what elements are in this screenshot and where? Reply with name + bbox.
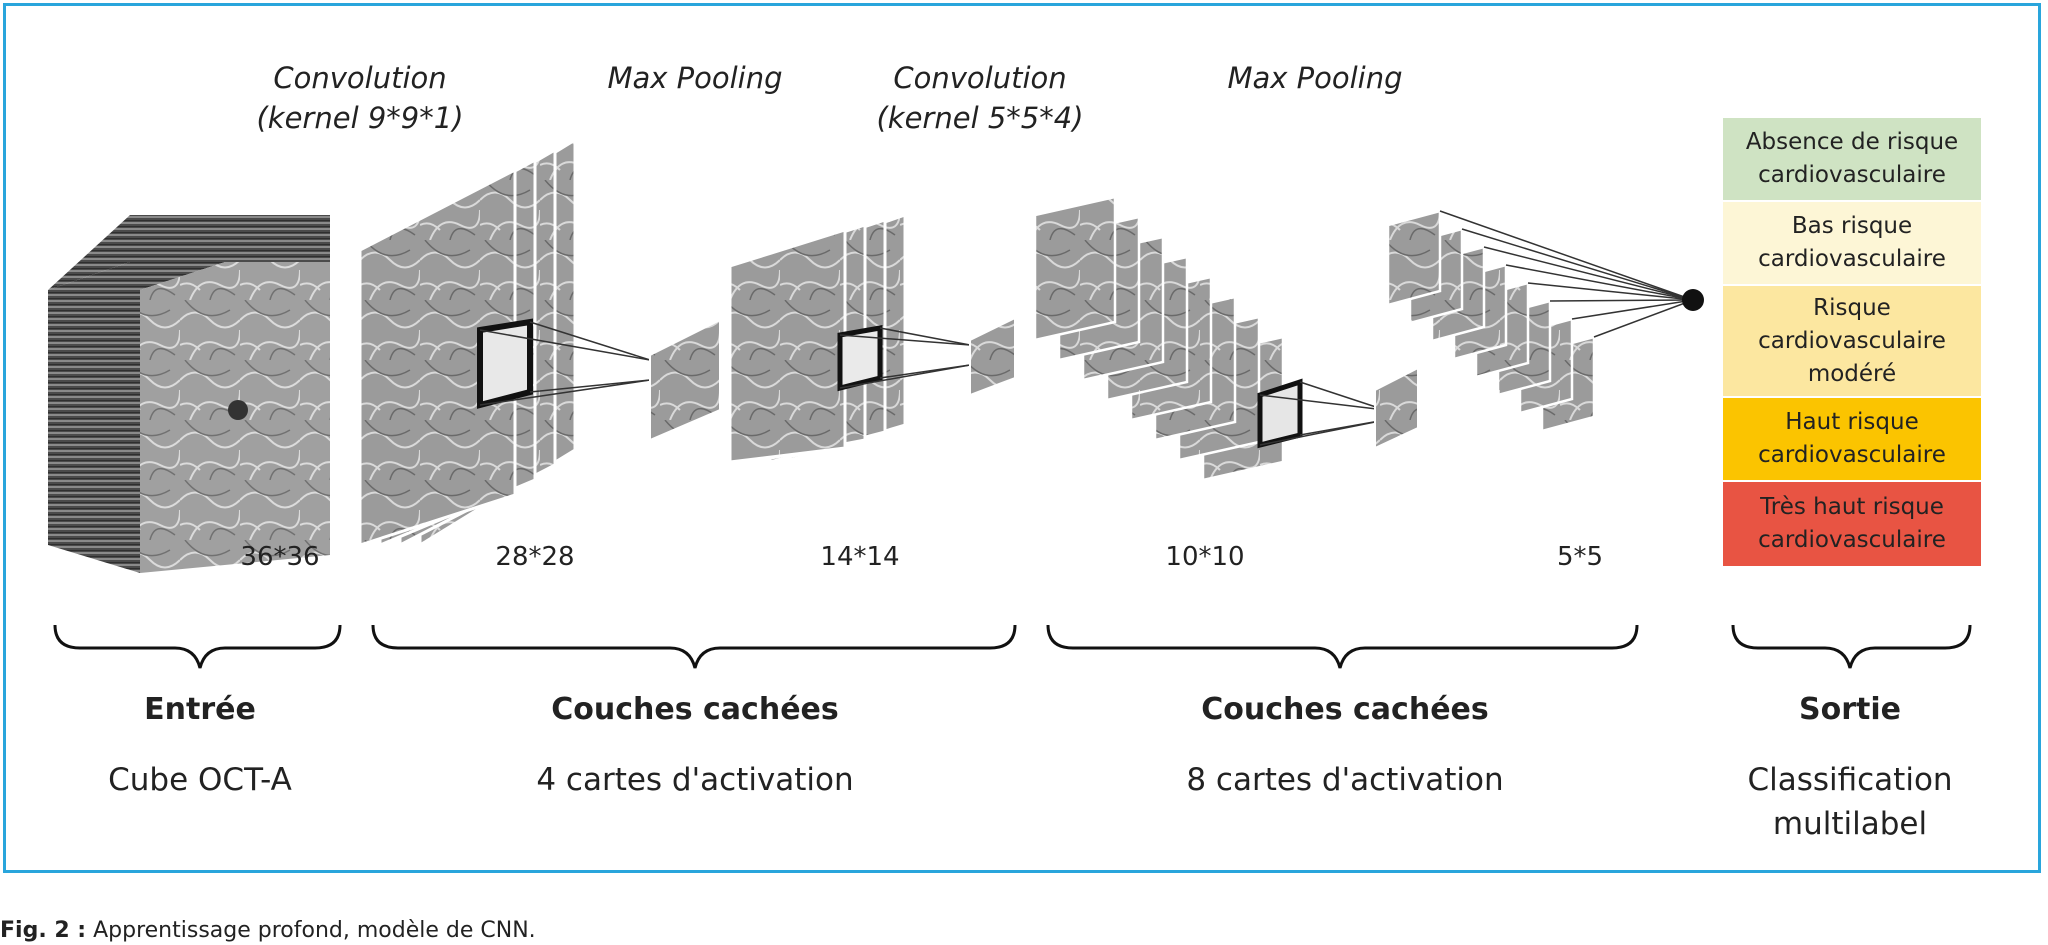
section-input-subtitle: Cube OCT-A bbox=[108, 762, 292, 798]
brace-output bbox=[1731, 624, 1972, 669]
input-cube bbox=[48, 215, 330, 573]
activation-map bbox=[728, 227, 847, 464]
conv1-maps bbox=[358, 137, 721, 548]
pool1-maps bbox=[728, 212, 1016, 464]
section-hidden1-subtitle: 4 cartes d'activation bbox=[536, 762, 854, 798]
op-pool2: Max Pooling bbox=[1227, 61, 1403, 95]
kernel-lines bbox=[839, 327, 971, 389]
fully-connected-lines bbox=[1439, 210, 1694, 338]
fc-line bbox=[1571, 299, 1694, 320]
fc-line bbox=[1439, 210, 1694, 301]
figure-caption: Fig. 2 : Apprentissage profond, modèle d… bbox=[0, 918, 536, 943]
fc-line bbox=[1461, 228, 1694, 301]
class-line: cardiovasculaire bbox=[1758, 246, 1946, 272]
class-line: cardiovasculaire bbox=[1758, 442, 1946, 468]
kernel-window bbox=[1257, 378, 1303, 449]
kernel-lines bbox=[1259, 381, 1386, 446]
pool2-maps bbox=[1386, 209, 1596, 433]
section-hidden2-subtitle: 8 cartes d'activation bbox=[1186, 762, 1504, 798]
section-output-subtitle-line1: Classification bbox=[1747, 762, 1953, 798]
op-conv1-line1: Convolution bbox=[273, 61, 447, 95]
dim-layer1: 28*28 bbox=[495, 542, 575, 572]
class-line: Haut risque bbox=[1785, 409, 1919, 435]
activation-map bbox=[1033, 195, 1117, 342]
fovea-spot bbox=[228, 400, 248, 420]
fc-line bbox=[1505, 264, 1694, 301]
section-output-title: Sortie bbox=[1799, 692, 1901, 727]
brace-hidden-2 bbox=[1046, 624, 1639, 669]
cube-side bbox=[48, 290, 140, 573]
cube-top bbox=[48, 262, 225, 290]
figure-frame bbox=[3, 3, 2041, 873]
kernel-lines bbox=[479, 321, 651, 406]
section-hidden2-title: Couches cachées bbox=[1201, 692, 1489, 727]
section-output-subtitle: Classification multilabel bbox=[1715, 758, 1985, 846]
brace-hidden-1 bbox=[371, 624, 1017, 669]
cube-back-top bbox=[130, 215, 330, 262]
fc-line bbox=[1527, 282, 1694, 301]
class-line: Très haut risque bbox=[1760, 494, 1944, 520]
op-conv1-line2: (kernel 9*9*1) bbox=[256, 101, 464, 135]
dim-layer3: 10*10 bbox=[1165, 542, 1245, 572]
fc-line bbox=[1549, 299, 1694, 302]
class-line: cardiovasculaire bbox=[1758, 527, 1946, 553]
conv2-maps bbox=[1033, 195, 1285, 482]
conv2-kernel bbox=[1257, 366, 1419, 450]
section-output-subtitle-line2: multilabel bbox=[1772, 806, 1928, 842]
caption-text: Apprentissage profond, modèle de CNN. bbox=[86, 918, 536, 943]
op-conv2-line2: (kernel 5*5*4) bbox=[876, 101, 1084, 135]
class-very-high: Très haut risque cardiovasculaire bbox=[1723, 482, 1981, 566]
class-line: Risque bbox=[1813, 294, 1891, 321]
pooled-patch bbox=[1374, 366, 1419, 450]
op-conv1: Convolution (kernel 9*9*1) bbox=[245, 58, 475, 138]
dim-input: 36*36 bbox=[240, 542, 320, 572]
class-low: Bas risque cardiovasculaire bbox=[1723, 202, 1981, 284]
fc-line bbox=[1483, 246, 1694, 301]
brace-input bbox=[53, 624, 342, 669]
class-line: modéré bbox=[1807, 360, 1897, 387]
class-high: Haut risque cardiovasculaire bbox=[1723, 398, 1981, 480]
output-node bbox=[1682, 289, 1704, 311]
pooled-patch bbox=[969, 316, 1016, 397]
fc-line bbox=[1593, 299, 1694, 338]
section-hidden1-title: Couches cachées bbox=[551, 692, 839, 727]
pooled-patch bbox=[649, 318, 721, 442]
class-moderate: Risque cardiovasculaire modéré bbox=[1723, 286, 1981, 396]
dim-layer4: 5*5 bbox=[1556, 542, 1604, 572]
section-braces bbox=[53, 624, 1972, 669]
activation-map bbox=[358, 167, 517, 548]
op-conv2: Convolution (kernel 5*5*4) bbox=[865, 58, 1095, 138]
dim-layer2: 14*14 bbox=[820, 542, 900, 572]
class-absence: Absence de risque cardiovasculaire bbox=[1723, 118, 1981, 200]
op-pool1: Max Pooling bbox=[607, 61, 783, 95]
class-line: Bas risque bbox=[1791, 213, 1913, 239]
section-input-title: Entrée bbox=[144, 692, 256, 727]
class-line: cardiovasculaire bbox=[1758, 162, 1946, 188]
activation-map bbox=[1386, 209, 1442, 307]
caption-label: Fig. 2 : bbox=[0, 918, 87, 943]
class-line: Absence de risque bbox=[1745, 129, 1959, 155]
op-conv2-line1: Convolution bbox=[893, 61, 1067, 95]
cube-edge bbox=[48, 215, 130, 290]
class-line: cardiovasculaire bbox=[1758, 327, 1946, 354]
